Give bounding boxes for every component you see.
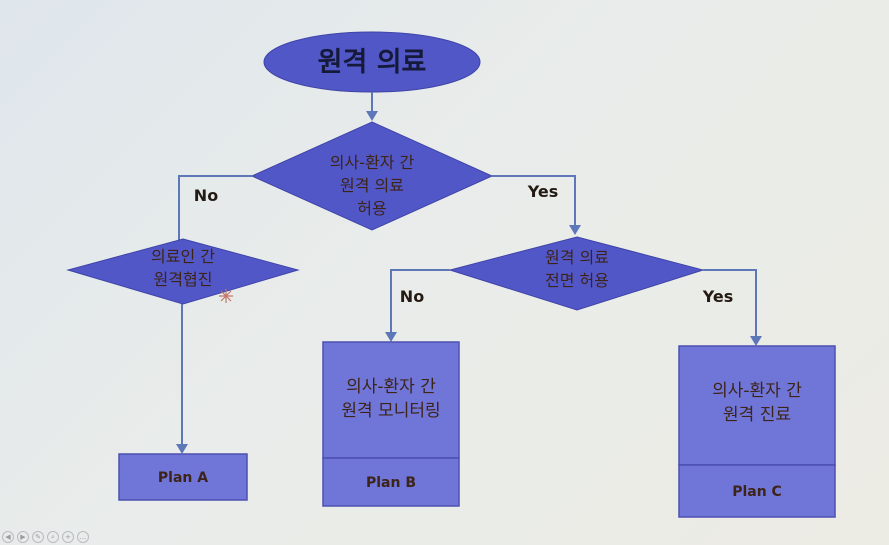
- plan-a-box: [118, 453, 248, 501]
- decision-doctor-doctor-line1: 의료인 간: [151, 247, 215, 266]
- cursor-icon: [219, 289, 233, 303]
- decision-doctor-patient: [250, 121, 494, 231]
- prev-icon[interactable]: ◀: [2, 531, 14, 543]
- arrowhead: [750, 336, 762, 346]
- connector-yes-right: [492, 175, 576, 226]
- arrowhead: [366, 111, 378, 121]
- decision-doctor-patient-line2: 원격 의료: [340, 176, 404, 195]
- decision-doctor-patient-line1: 의사-환자 간: [330, 153, 415, 172]
- branch-label-no-mid: No: [400, 287, 424, 306]
- plan-a-label: Plan A: [158, 470, 208, 486]
- pen-icon[interactable]: ✎: [32, 531, 44, 543]
- plan-b-label: Plan B: [366, 475, 416, 491]
- search-icon[interactable]: ⌕: [47, 531, 59, 543]
- next-icon[interactable]: ▶: [17, 531, 29, 543]
- zoom-icon[interactable]: +: [62, 531, 74, 543]
- branch-label-yes-far: Yes: [702, 287, 734, 306]
- flowchart-title: 원격 의료: [318, 47, 427, 78]
- connector-yes-far: [703, 269, 757, 337]
- decision-full-allow: [448, 236, 705, 311]
- decision-full-allow-line1: 원격 의료: [545, 248, 609, 267]
- outcome-consultation-line2: 원격 진료: [723, 405, 791, 425]
- outcome-monitoring-box: [322, 341, 460, 459]
- plan-c-label: Plan C: [732, 484, 782, 500]
- decision-full-allow-line2: 전면 허용: [545, 271, 609, 290]
- more-icon[interactable]: …: [77, 531, 89, 543]
- connector-no-left: [178, 175, 252, 242]
- outcome-monitoring-line2: 원격 모니터링: [341, 401, 440, 421]
- branch-label-yes-right: Yes: [527, 182, 559, 201]
- outcome-consultation-box: [678, 345, 836, 466]
- outcome-consultation-line1: 의사-환자 간: [712, 381, 802, 401]
- arrowhead: [385, 332, 397, 342]
- plan-b-box: [322, 457, 460, 507]
- decision-doctor-patient-line3: 허용: [357, 199, 386, 218]
- plan-c-box: [678, 464, 836, 518]
- arrowhead: [176, 444, 188, 454]
- arrowhead: [569, 225, 581, 235]
- connector-no-mid: [390, 269, 450, 333]
- branch-label-no-left: No: [194, 186, 218, 205]
- outcome-monitoring-line1: 의사-환자 간: [346, 377, 436, 397]
- decision-doctor-doctor-line2: 원격협진: [154, 270, 213, 289]
- slideshow-toolbar: ◀ ▶ ✎ ⌕ + …: [2, 531, 89, 543]
